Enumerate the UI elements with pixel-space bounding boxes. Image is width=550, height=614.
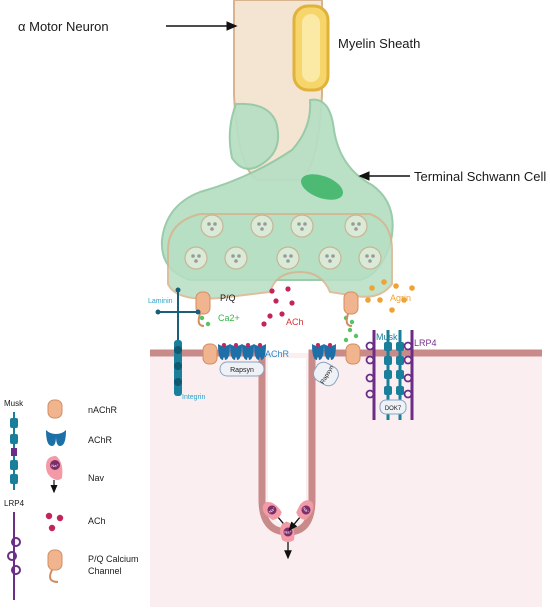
calcium-ion [343,337,349,343]
legend-musk-icon [10,412,18,490]
nav-arrow [288,517,301,531]
rapsyn-left-label: Rapsyn [230,367,254,374]
nav-na-label: Na⁺ [302,506,311,514]
nav-channels: Na⁺ Na⁺ Na⁺ [262,500,314,560]
legend-lrp4-title: LRP4 [4,499,25,508]
nachr-right [345,343,361,365]
synaptic-vesicle [318,246,342,270]
agrin-label: Agrin [390,293,411,303]
musk-lrp4-complex: DOK7 [365,330,414,420]
ach-molecule [269,288,275,294]
dok7-label: DOK7 [385,406,402,412]
legend-nav-na: Na⁺ [51,463,58,468]
schwann-nucleus [300,174,344,200]
legend-pq-icon [47,549,63,583]
legend-nachr-label: nAChR [88,405,118,415]
synaptic-vesicle [290,214,314,238]
pq-label: P/Q [220,293,236,303]
synaptic-vesicle [200,214,224,238]
muscle-fiber [150,349,542,607]
ach-molecule [267,313,273,319]
achr-receptor [324,343,336,360]
achr-cluster-right [312,343,336,360]
synaptic-vesicle [184,246,208,270]
achr-receptor [230,343,242,360]
myelin-sheath [292,4,330,92]
legend: Musk LRP4 nAChR AChR Na⁺ [4,399,139,600]
calcium-ion [353,333,359,339]
myelin-sheath-label: Myelin Sheath [338,36,420,51]
calcium-ion [347,327,353,333]
nav-channel: Na⁺ [262,502,290,531]
nachr-left [202,343,218,365]
ach-molecule [279,311,285,317]
achr-receptor [242,343,254,360]
agrin-molecule [393,283,399,289]
agrin-molecule [409,285,415,291]
agrin-molecule [381,279,387,285]
integrin-label: Integrin [182,394,205,401]
nav-na-label: Na⁺ [268,506,277,514]
agrin-molecule [401,297,407,303]
agrin-molecule [365,297,371,303]
dok7-protein [379,399,407,415]
synaptic-vesicle [250,214,274,238]
calcium-ion [205,321,211,327]
musk-label: Musk [376,332,398,342]
synaptic-vesicle [344,214,368,238]
lrp4-strand [403,330,414,420]
agrin-molecule [389,307,395,313]
ach-release-label: ACh [286,317,304,327]
pq-calcium-channel-right [343,291,359,327]
laminin-molecule [155,287,201,340]
synaptic-vesicles [184,214,382,270]
synaptic-vesicle [276,246,300,270]
achr-receptor [218,343,230,360]
legend-achr-label: AChR [88,435,113,445]
legend-lrp4-icon [7,512,21,600]
nav-na-label: Na⁺ [284,530,291,535]
ach-molecule [273,298,279,304]
synaptic-vesicle [358,246,382,270]
legend-nav-icon: Na⁺ [46,456,63,494]
achr-receptor [312,343,324,360]
ca2-label: Ca2+ [218,313,240,323]
calcium-ion [349,319,355,325]
lrp4-strand [365,330,376,420]
achr-receptor [254,343,266,360]
achr-label: AChR [265,349,290,359]
legend-ach-icon [45,512,64,532]
pq-calcium-channel-left [195,291,211,327]
synaptic-vesicle [224,246,248,270]
nav-channel: Na⁺ [288,500,314,531]
legend-pq-label-line1: P/Q Calcium [88,554,139,564]
ach-molecules-cleft [261,286,295,327]
ach-molecule [261,321,267,327]
agrin-molecule [377,297,383,303]
legend-achr-icon [46,430,66,446]
laminin-label: Laminin [148,298,173,305]
ach-molecule [285,286,291,292]
agrin-molecules [365,279,415,313]
legend-ach-label: ACh [88,516,106,526]
legend-musk-title: Musk [4,399,24,408]
rapsyn-left [219,361,265,377]
rapsyn-right [313,361,339,387]
legend-pq-label-line2: Channel [88,566,122,576]
legend-nav-label: Nav [88,473,105,483]
motor-neuron-label: α Motor Neuron [18,19,109,34]
ach-molecule [289,300,295,306]
calcium-ion [199,315,205,321]
legend-nachr-icon [47,399,63,419]
agrin-molecule [369,285,375,291]
integrin-molecule [174,340,182,396]
achr-cluster-left [218,343,266,360]
lrp4-label: LRP4 [414,338,437,348]
schwann-cell-label: Terminal Schwann Cell [414,169,546,184]
